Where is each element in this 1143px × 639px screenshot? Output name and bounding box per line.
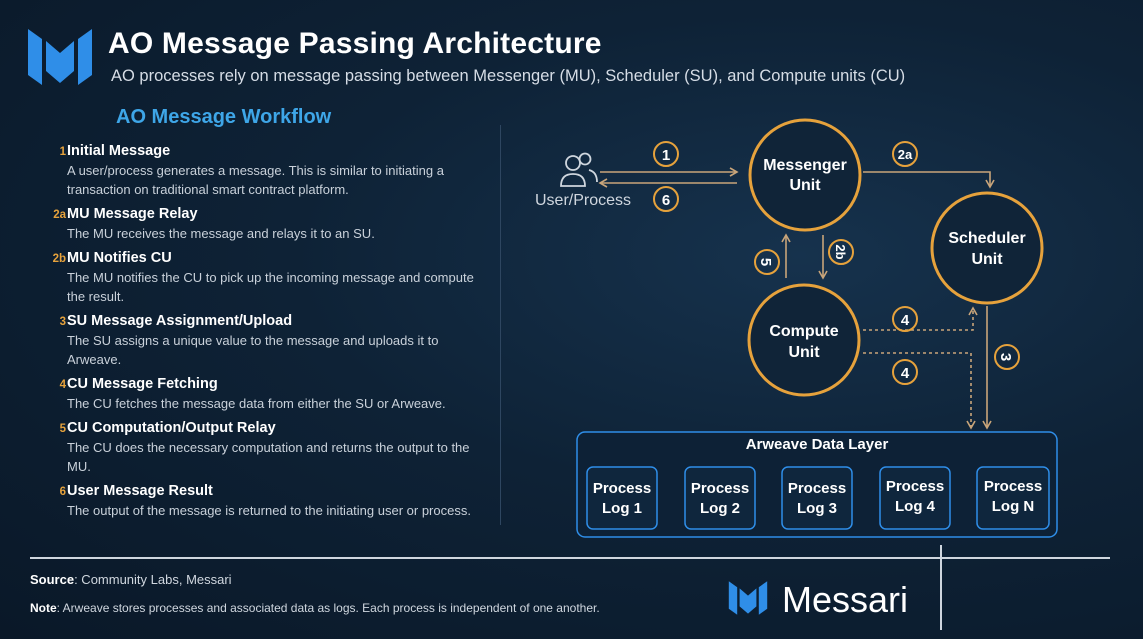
process-log-label: Process <box>593 480 651 497</box>
process-log-label: Log 3 <box>797 500 837 517</box>
step-title: Initial Message <box>67 143 171 159</box>
process-log-label: Process <box>886 478 944 495</box>
step-badge: 3 <box>994 344 1020 370</box>
step-description: A user/process generates a message. This… <box>67 163 444 197</box>
step-badge: 6 <box>653 186 679 212</box>
section-divider <box>500 125 501 525</box>
scheduler-unit-node <box>930 191 1044 305</box>
messari-logo-icon <box>28 29 92 85</box>
arrow-cu-to-arweave <box>863 352 976 430</box>
step-badge-label: 5 <box>757 258 774 266</box>
note-label: Note <box>30 601 57 615</box>
step-badge-label: 3 <box>997 353 1014 361</box>
process-log-label: Log 2 <box>700 500 740 517</box>
step-badge-label: 2a <box>898 147 913 162</box>
step-badge: 5 <box>754 249 780 275</box>
step-badge: 1 <box>653 141 679 167</box>
footer-vertical-divider <box>940 545 942 630</box>
workflow-title: AO Message Workflow <box>116 106 332 128</box>
process-log-label: Process <box>984 478 1042 495</box>
step-description: The CU fetches the message data from eit… <box>67 396 446 411</box>
page-subtitle: AO processes rely on message passing bet… <box>111 67 906 85</box>
step-description: The MU receives the message and relays i… <box>67 226 375 241</box>
step-badge-label: 6 <box>662 192 670 209</box>
step-description: The MU notifies the CU to pick up the in… <box>67 270 474 304</box>
workflow-step: 2aMU Message Relay The MU receives the m… <box>52 205 492 243</box>
step-badge: 2b <box>828 239 854 265</box>
note-line: Note: Arweave stores processes and assoc… <box>30 601 600 615</box>
compute-unit-node <box>747 283 861 397</box>
step-badge-label: 4 <box>901 365 910 382</box>
workflow-step: 2bMU Notifies CU The MU notifies the CU … <box>52 249 492 306</box>
source-line: Source: Community Labs, Messari <box>30 572 232 587</box>
step-badge: 4 <box>892 306 918 332</box>
process-log-label: Log 1 <box>602 500 642 517</box>
process-log: Process Log 4 <box>879 466 951 530</box>
process-log: Process Log N <box>976 466 1050 530</box>
workflow-step: 1Initial Message A user/process generate… <box>52 142 492 199</box>
brand-wordmark: Messari <box>782 579 909 620</box>
step-title: MU Message Relay <box>67 206 198 222</box>
source-label: Source <box>30 572 75 587</box>
workflow-step: 3SU Message Assignment/Upload The SU ass… <box>52 312 492 369</box>
workflow-step: 4CU Message Fetching The CU fetches the … <box>52 375 492 413</box>
arweave-title: Arweave Data Layer <box>746 436 889 453</box>
step-number: 2a <box>53 209 66 221</box>
step-number: 4 <box>59 379 66 391</box>
user-icon <box>560 152 598 187</box>
process-log: Process Log 2 <box>684 466 756 530</box>
step-badge: 4 <box>892 359 918 385</box>
messenger-unit-label: Messenger <box>763 157 847 174</box>
step-badge-label: 4 <box>901 312 910 329</box>
scheduler-unit-label: Unit <box>971 251 1003 268</box>
messenger-unit-label: Unit <box>789 177 821 194</box>
step-description: The CU does the necessary computation an… <box>67 440 470 474</box>
architecture-diagram: User/Process Messenger Unit Scheduler Un… <box>535 118 1058 538</box>
step-title: MU Notifies CU <box>67 250 172 266</box>
workflow-step: 5CU Computation/Output Relay The CU does… <box>52 419 492 476</box>
step-number: 5 <box>59 423 66 435</box>
step-badge-label: 1 <box>662 147 670 164</box>
source-text: : Community Labs, Messari <box>74 572 232 587</box>
messenger-unit-node <box>748 118 862 232</box>
step-badge: 2a <box>892 141 918 167</box>
step-number: 1 <box>59 146 66 158</box>
note-text: : Arweave stores processes and associate… <box>56 601 600 615</box>
step-badge-label: 2b <box>833 244 848 259</box>
user-process-label: User/Process <box>535 192 631 209</box>
process-log: Process Log 1 <box>586 466 658 530</box>
step-number: 3 <box>59 316 66 328</box>
workflow-steps: 1Initial Message A user/process generate… <box>52 142 492 526</box>
compute-unit-label: Unit <box>788 344 820 361</box>
compute-unit-label: Compute <box>769 323 838 340</box>
process-log-label: Process <box>691 480 749 497</box>
step-title: SU Message Assignment/Upload <box>67 313 293 329</box>
step-title: CU Computation/Output Relay <box>67 420 276 436</box>
process-log: Process Log 3 <box>781 466 853 530</box>
step-number: 2b <box>52 253 66 265</box>
step-number: 6 <box>59 486 66 498</box>
process-log-label: Log 4 <box>895 498 936 515</box>
step-title: CU Message Fetching <box>67 376 218 392</box>
page-title: AO Message Passing Architecture <box>108 27 602 60</box>
workflow-step: 6User Message Result The output of the m… <box>52 482 492 520</box>
step-description: The SU assigns a unique value to the mes… <box>67 333 439 367</box>
step-description: The output of the message is returned to… <box>67 503 471 518</box>
scheduler-unit-label: Scheduler <box>948 230 1025 247</box>
footer-divider <box>30 557 1110 559</box>
step-title: User Message Result <box>67 483 213 499</box>
process-log-label: Process <box>788 480 846 497</box>
process-log-label: Log N <box>992 498 1035 515</box>
messari-footer-logo-icon <box>728 581 768 615</box>
arrow-mu-to-su <box>863 171 995 189</box>
